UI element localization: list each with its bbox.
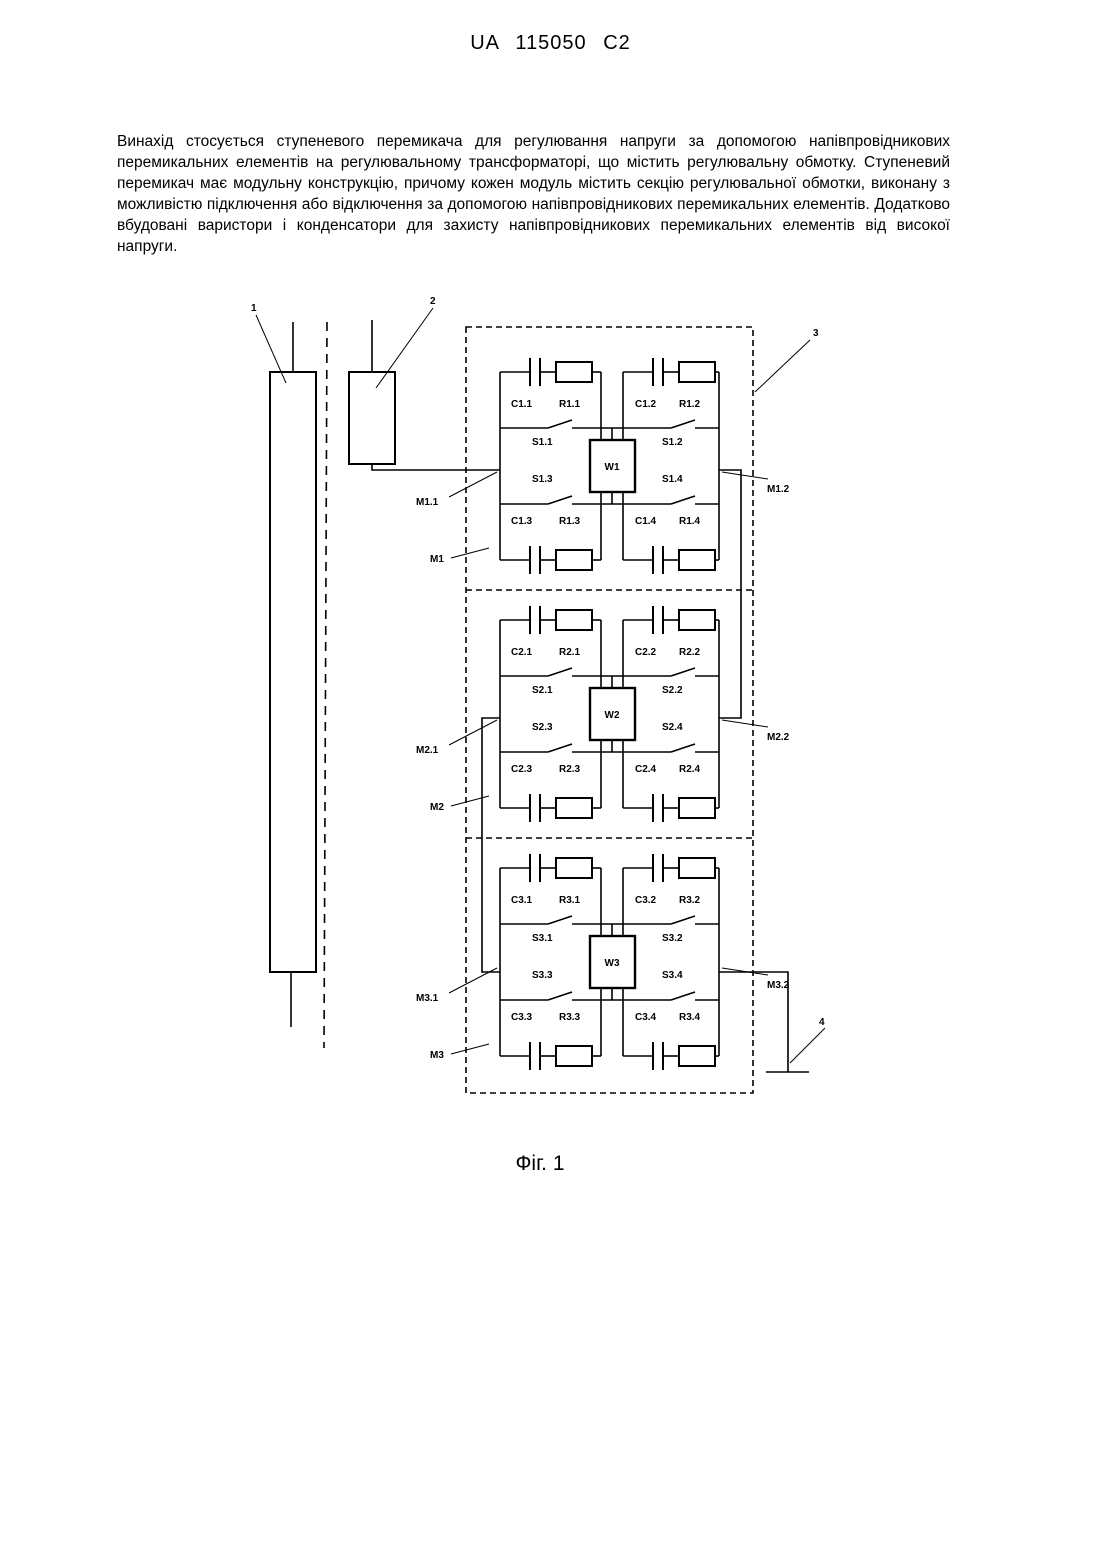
capacitor-label: C3.4 — [635, 1012, 657, 1023]
module-callout-line — [451, 796, 489, 806]
input-terminal-label: M2.1 — [416, 745, 439, 756]
regulating-transformer-bar — [270, 372, 316, 972]
callout-2: 2 — [430, 296, 436, 307]
capacitor-label: C1.2 — [635, 399, 657, 410]
capacitor-label: C1.4 — [635, 516, 657, 527]
switch-label: S2.1 — [532, 685, 553, 696]
resistor-label: R1.3 — [559, 516, 581, 527]
module-stack: W1 C1.1 R1.1 C1.2 R1.2S1.1 S1.2S1.3 S1.4C1.3 R1… — [416, 358, 790, 1070]
module-callout-line — [451, 548, 489, 558]
resistor-box — [679, 550, 715, 570]
output-terminal-label: M3.2 — [767, 980, 790, 991]
resistor-box — [556, 858, 592, 878]
switch-contact — [671, 992, 695, 1000]
winding-label: W2 — [605, 710, 620, 721]
resistor-box — [679, 858, 715, 878]
resistor-box — [556, 798, 592, 818]
resistor-box — [679, 362, 715, 382]
resistor-label: R1.2 — [679, 399, 701, 410]
callout-4: 4 — [819, 1017, 825, 1028]
module-label: M1 — [430, 554, 444, 565]
resistor-box — [679, 798, 715, 818]
module-label: M3 — [430, 1050, 444, 1061]
capacitor-label: C3.3 — [511, 1012, 533, 1023]
callout-3: 3 — [813, 328, 819, 339]
resistor-label: R3.4 — [679, 1012, 701, 1023]
resistor-label: R3.3 — [559, 1012, 581, 1023]
switch-label: S3.4 — [662, 970, 683, 981]
switch-contact — [548, 916, 572, 924]
figure-caption: Фіг. 1 — [0, 1152, 1080, 1176]
capacitor-label: C1.1 — [511, 399, 533, 410]
load-block — [349, 372, 395, 464]
switch-label: S3.3 — [532, 970, 553, 981]
input-terminal-label: M3.1 — [416, 993, 439, 1004]
switch-label: S1.1 — [532, 437, 553, 448]
resistor-box — [556, 610, 592, 630]
resistor-box — [679, 610, 715, 630]
resistor-label: R2.2 — [679, 647, 701, 658]
switch-contact — [671, 744, 695, 752]
separator-dashed-line — [324, 322, 327, 1048]
terminal-callout-line — [449, 472, 497, 497]
resistor-label: R3.1 — [559, 895, 581, 906]
capacitor-label: C3.1 — [511, 895, 533, 906]
resistor-label: R2.3 — [559, 764, 581, 775]
switch-contact — [548, 420, 572, 428]
switch-label: S3.1 — [532, 933, 553, 944]
callout-labels: 1 2 3 4 — [251, 296, 825, 1028]
switch-label: S1.3 — [532, 474, 553, 485]
switch-contact — [548, 668, 572, 676]
switch-contact — [548, 992, 572, 1000]
link-m1-m2 — [719, 470, 741, 718]
resistor-label: R1.4 — [679, 516, 701, 527]
capacitor-label: C2.4 — [635, 764, 657, 775]
switch-contact — [548, 496, 572, 504]
switch-label: S2.3 — [532, 722, 553, 733]
resistor-label: R2.1 — [559, 647, 581, 658]
input-terminal-label: M1.1 — [416, 497, 439, 508]
callout-1: 1 — [251, 303, 257, 314]
capacitor-label: C2.2 — [635, 647, 657, 658]
resistor-box — [556, 1046, 592, 1066]
resistor-box — [679, 1046, 715, 1066]
switch-contact — [671, 916, 695, 924]
terminal-callout-line — [722, 472, 768, 479]
resistor-label: R3.2 — [679, 895, 701, 906]
resistor-box — [556, 362, 592, 382]
capacitor-label: C3.2 — [635, 895, 657, 906]
switch-label: S2.2 — [662, 685, 683, 696]
switch-contact — [671, 668, 695, 676]
terminal-callout-line — [722, 720, 768, 727]
switch-contact — [671, 420, 695, 428]
capacitor-label: C1.3 — [511, 516, 533, 527]
switch-contact — [548, 744, 572, 752]
capacitor-label: C2.1 — [511, 647, 533, 658]
module-callout-line — [451, 1044, 489, 1054]
switch-label: S3.2 — [662, 933, 683, 944]
link-m2-m3 — [482, 718, 500, 972]
switch-label: S1.4 — [662, 474, 683, 485]
winding-label: W1 — [605, 462, 620, 473]
resistor-box — [556, 550, 592, 570]
terminal-callout-line — [449, 968, 497, 993]
resistor-label: R1.1 — [559, 399, 581, 410]
output-terminal-label: M2.2 — [767, 732, 790, 743]
module-label: M2 — [430, 802, 444, 813]
output-terminal-label: M1.2 — [767, 484, 790, 495]
capacitor-label: C2.3 — [511, 764, 533, 775]
switch-label: S2.4 — [662, 722, 683, 733]
winding-label: W3 — [605, 958, 620, 969]
resistor-label: R2.4 — [679, 764, 701, 775]
terminal-callout-line — [449, 720, 497, 745]
switch-contact — [671, 496, 695, 504]
switch-label: S1.2 — [662, 437, 683, 448]
